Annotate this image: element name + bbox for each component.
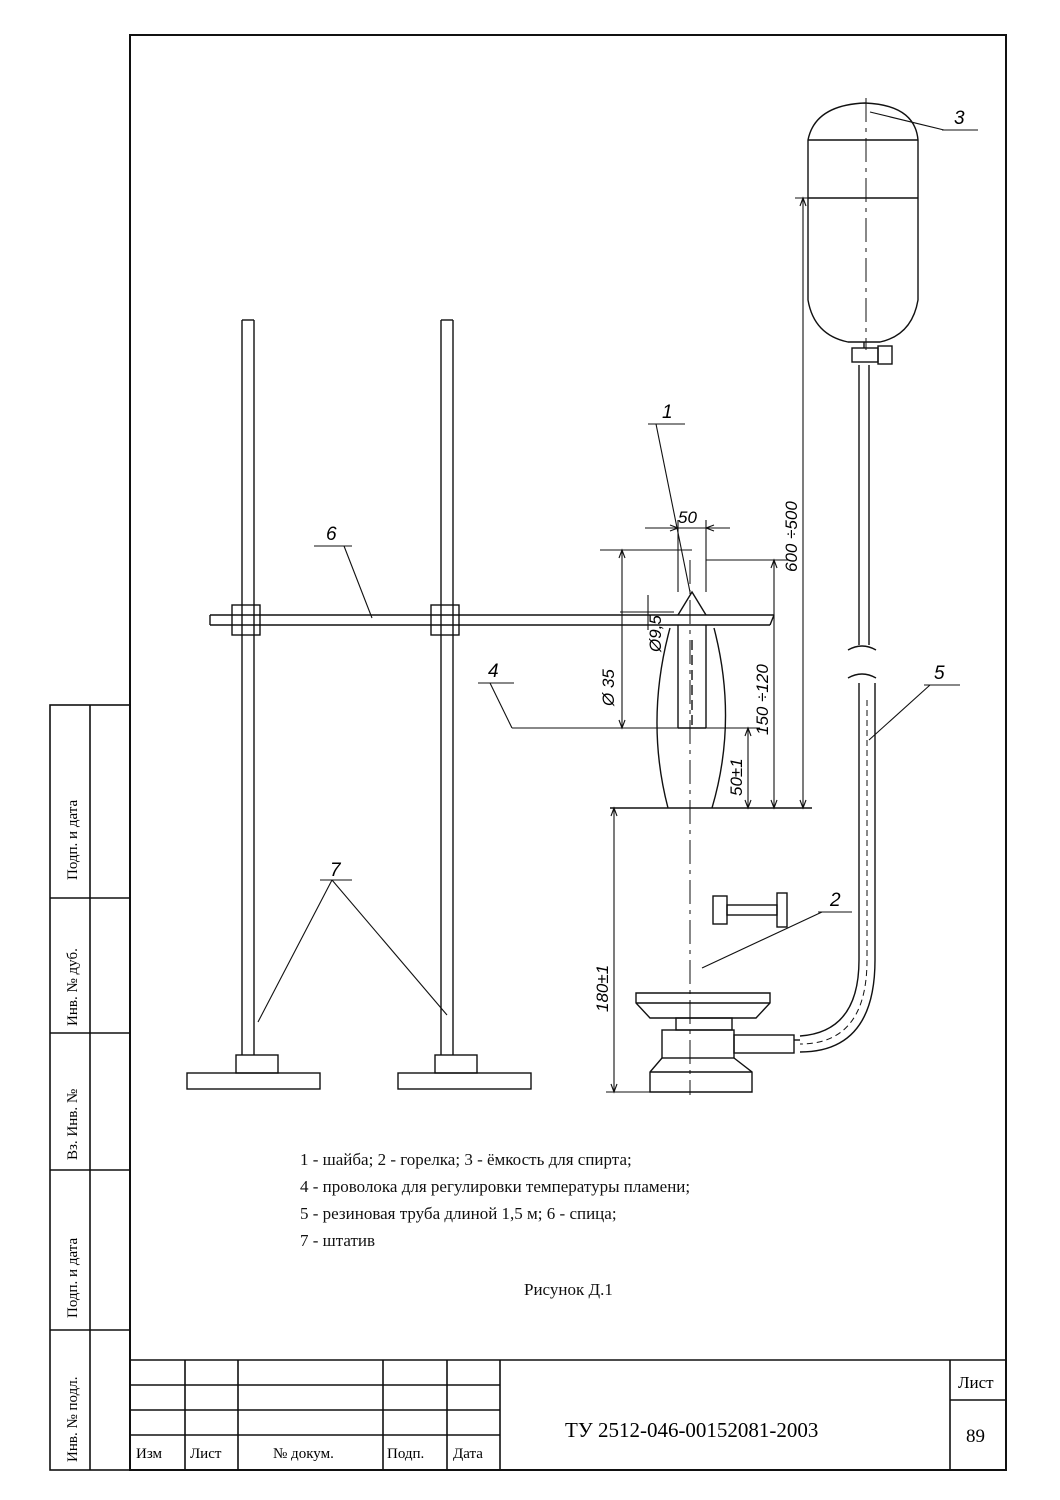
- tb-list: Лист: [190, 1446, 222, 1462]
- tb-izm: Изм: [136, 1446, 163, 1462]
- callout-5: 5: [934, 663, 945, 684]
- leader-lines: [257, 111, 978, 1023]
- legend-line-1: 1 - шайба; 2 - горелка; 3 - ёмкость для …: [300, 1150, 632, 1169]
- rubber-hose: [799, 365, 877, 1053]
- document-number: ТУ 2512-046-00152081-2003: [565, 1418, 818, 1442]
- flame-contour: [656, 627, 671, 809]
- side-stamp-inv-dub: Инв. № дуб.: [65, 948, 81, 1026]
- stand-right: [397, 319, 532, 1090]
- stand-left: [186, 319, 321, 1090]
- dim-50: 50: [678, 508, 697, 527]
- side-stamp-inv-podl: Инв. № подл.: [65, 1377, 81, 1462]
- callout-7: 7: [330, 860, 342, 881]
- washer: [677, 590, 707, 729]
- dim-d9-5: Ø9,5: [646, 615, 665, 653]
- side-stamp-vz-inv: Вз. Инв. №: [65, 1089, 81, 1160]
- spoke: [209, 614, 775, 626]
- legend-line-2: 4 - проволока для регулировки температур…: [300, 1177, 691, 1196]
- callout-4: 4: [488, 661, 499, 682]
- legend: 1 - шайба; 2 - горелка; 3 - ёмкость для …: [300, 1146, 690, 1254]
- side-stamp-podp-data: Подп. и дата: [65, 800, 81, 880]
- dim-180pm1: 180±1: [593, 965, 612, 1012]
- sheet-number: 89: [966, 1426, 985, 1447]
- tb-data: Дата: [453, 1446, 483, 1462]
- tb-podp: Подп.: [387, 1446, 424, 1462]
- legend-line-4: 7 - штатив: [300, 1231, 376, 1250]
- title-block: [130, 1359, 1006, 1470]
- figure-caption: Рисунок Д.1: [524, 1280, 613, 1299]
- flame-contour: [711, 627, 727, 809]
- dim-600-500: 600 ÷500: [782, 501, 801, 572]
- callout-2: 2: [829, 890, 841, 911]
- sheet-label: Лист: [958, 1373, 994, 1392]
- side-stamp: [49, 704, 131, 1471]
- dim-50pm1: 50±1: [727, 758, 746, 796]
- callout-1: 1: [662, 402, 673, 423]
- callout-3: 3: [954, 108, 965, 129]
- side-stamp-podp-data-2: Подп. и дата: [65, 1238, 81, 1318]
- dim-150-120: 150 ÷120: [753, 664, 772, 735]
- dim-d35: Ø 35: [599, 669, 618, 707]
- alcohol-container: [807, 98, 919, 365]
- callout-6: 6: [326, 524, 337, 545]
- legend-line-3: 5 - резиновая труба длиной 1,5 м; 6 - сп…: [300, 1204, 617, 1223]
- tb-dokum: № докум.: [273, 1446, 334, 1462]
- burner: [635, 892, 800, 1093]
